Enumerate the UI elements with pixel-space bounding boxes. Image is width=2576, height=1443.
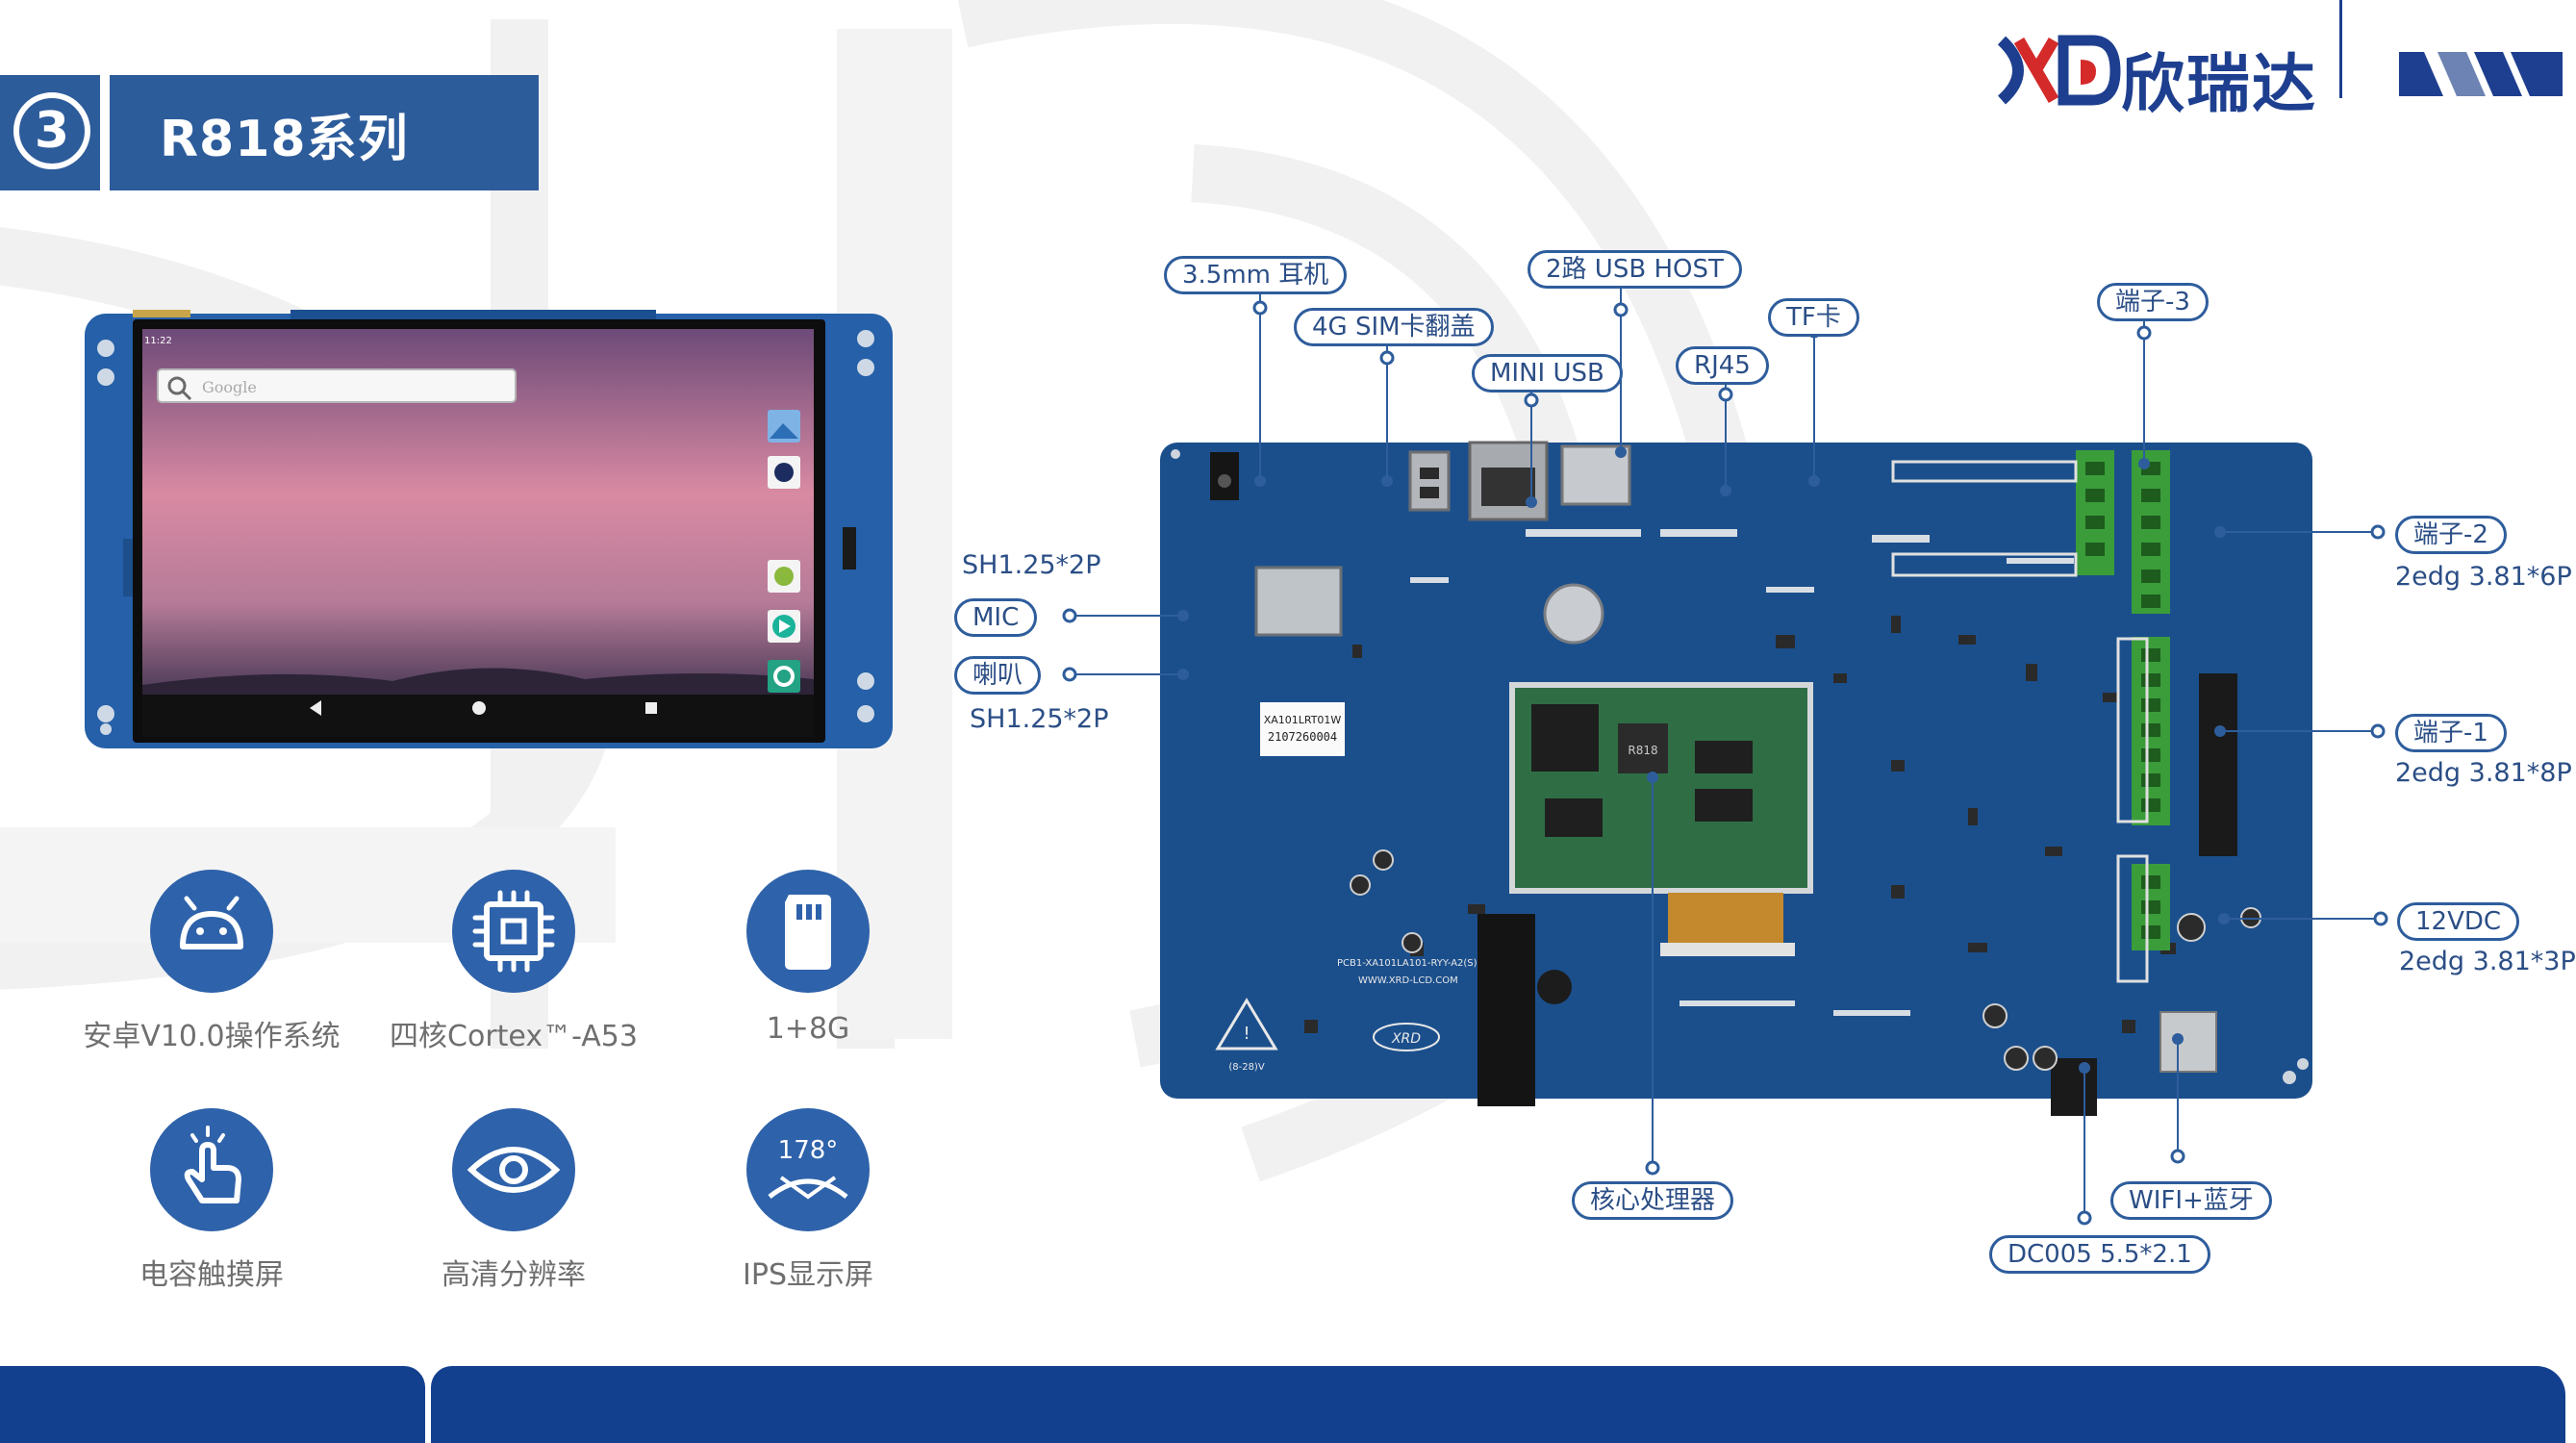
section-number: 3 — [13, 92, 90, 169]
callout-mini-usb: MINI USB — [1472, 354, 1623, 392]
callout-wifi: WIFI+蓝牙 — [2110, 1181, 2272, 1220]
feature-label: 安卓V10.0操作系统 — [83, 1020, 341, 1053]
callout-terminal1: 端子-1 — [2395, 714, 2507, 752]
pcb-board: XA101LRT01W 2107260004 R818 — [1160, 441, 2312, 1116]
page-title: R818系列 — [160, 111, 409, 168]
speaker-connector-spec: SH1.25*2P — [970, 704, 1109, 734]
brand-logo: 欣瑞达 — [1996, 27, 2323, 121]
title-banner: R818系列 — [110, 75, 539, 190]
feature-cpu: 四核Cortex™-A53 — [369, 870, 658, 1054]
touch-hand-icon — [150, 1108, 273, 1231]
callout-12vdc: 12VDC — [2397, 902, 2520, 941]
terminal1-spec: 2edg 3.81*8P — [2395, 758, 2572, 788]
footer-left-bar — [0, 1366, 425, 1443]
feature-label: 四核Cortex™-A53 — [390, 1020, 638, 1053]
callout-headphone: 3.5mm 耳机 — [1164, 256, 1348, 294]
feature-resolution: 高清分辨率 — [369, 1108, 658, 1293]
sticker-serial: 2107260004 — [1268, 730, 1337, 744]
callout-terminal2: 端子-2 — [2395, 516, 2507, 554]
tablet-device: Google 11:22 — [85, 310, 893, 748]
eye-icon — [452, 1108, 575, 1231]
callout-tf: TF卡 — [1768, 298, 1859, 337]
svg-text:!: ! — [1243, 1024, 1250, 1044]
xrd-logo-mark-icon — [1997, 35, 2121, 106]
sd-card-icon — [746, 870, 870, 993]
section-number-badge: 3 — [0, 75, 100, 190]
silk-url: WWW.XRD-LCD.COM — [1358, 975, 1458, 986]
feature-ips: 178° IPS显示屏 — [664, 1108, 952, 1293]
sticker-model: XA101LRT01W — [1264, 714, 1342, 726]
viewing-angle-value: 178° — [778, 1136, 839, 1165]
search-placeholder: Google — [202, 378, 257, 396]
viewing-angle-icon: 178° — [746, 1108, 870, 1231]
feature-android: 安卓V10.0操作系统 — [67, 870, 356, 1054]
silk-brand: XRD — [1391, 1031, 1421, 1047]
feature-storage: 1+8G — [664, 870, 952, 1046]
brand-name: 欣瑞达 — [2121, 47, 2317, 121]
decorative-stripes — [2399, 52, 2563, 96]
callout-terminal3: 端子-3 — [2097, 283, 2209, 321]
feature-label: 1+8G — [766, 1012, 850, 1046]
footer-right-bar — [431, 1366, 2565, 1443]
mic-connector-spec: SH1.25*2P — [962, 550, 1101, 580]
callout-speaker: 喇叭 — [954, 656, 1042, 695]
feature-label: 电容触摸屏 — [139, 1258, 284, 1292]
callout-sim: 4G SIM卡翻盖 — [1294, 308, 1494, 346]
silk-pcb-number: PCB1-XA101LA101-RYY-A2(S) — [1337, 958, 1477, 969]
feature-touch: 电容触摸屏 — [67, 1108, 356, 1293]
callout-dc005: DC005 5.5*2.1 — [1989, 1235, 2210, 1274]
terminal2-spec: 2edg 3.81*6P — [2395, 562, 2572, 592]
feature-label: IPS显示屏 — [743, 1258, 873, 1292]
callout-mic: MIC — [954, 598, 1038, 637]
callout-usb-host: 2路 USB HOST — [1528, 250, 1742, 289]
callout-rj45: RJ45 — [1676, 346, 1769, 385]
cpu-chip-icon — [452, 870, 575, 993]
status-time: 11:22 — [144, 336, 172, 346]
android-icon — [150, 870, 273, 993]
chip-marking: R818 — [1628, 744, 1657, 757]
silk-voltage: (8-28)V — [1228, 1062, 1264, 1073]
logo-divider — [2339, 0, 2342, 98]
dc12-spec: 2edg 3.81*3P — [2399, 947, 2576, 976]
feature-label: 高清分辨率 — [442, 1258, 586, 1292]
callout-cpu: 核心处理器 — [1572, 1181, 1734, 1220]
